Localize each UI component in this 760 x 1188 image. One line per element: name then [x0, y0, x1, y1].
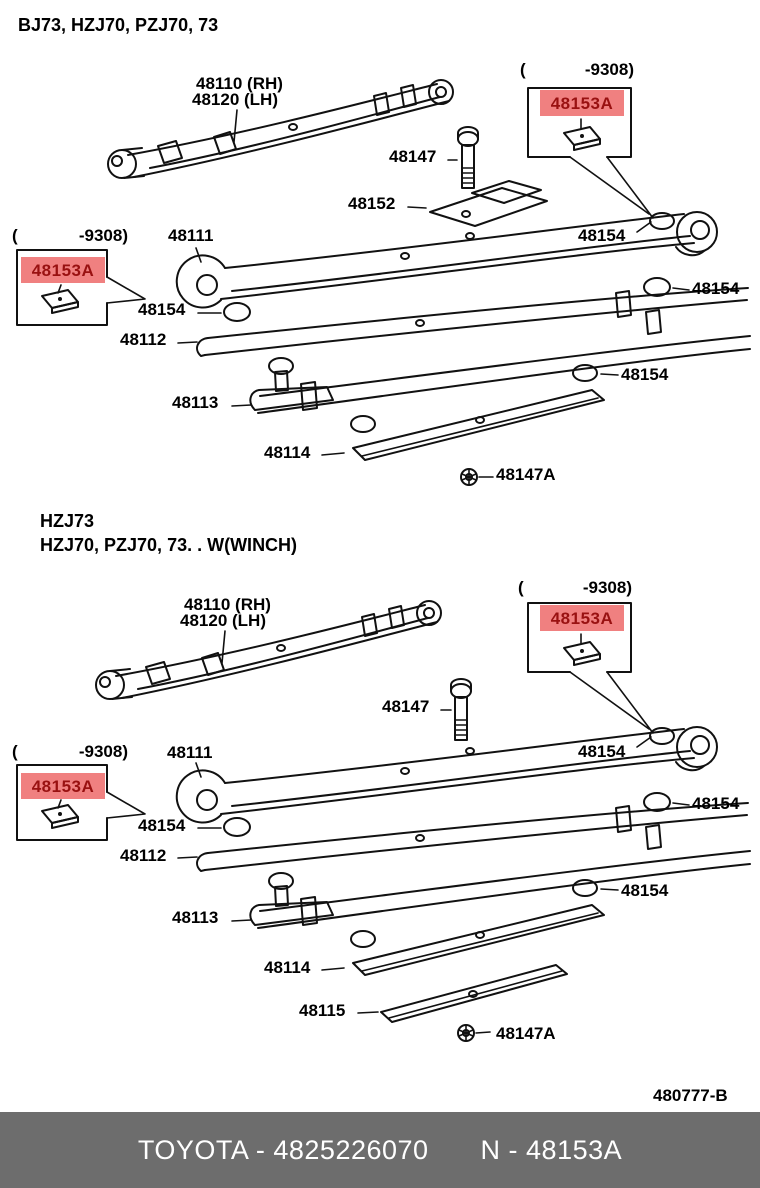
- plate-48152-drawing: [407, 180, 548, 227]
- callout-range-code: -9308): [582, 578, 632, 597]
- part-label-48154-top-b: 48154: [578, 226, 626, 245]
- part-label-48154-top-c: 48154: [692, 279, 740, 298]
- callout-range-top-right: ( -9308): [520, 61, 634, 78]
- part-label-48113-top: 48113: [172, 393, 219, 412]
- part-label-48147-top: 48147: [389, 147, 437, 166]
- callout-range-bottom-left: ( -9308): [12, 743, 128, 760]
- leaf-48115-drawing: [357, 964, 568, 1023]
- callout-open-paren: (: [12, 226, 18, 245]
- highlighted-part-48153A-bottom-right: 48153A: [540, 605, 624, 631]
- part-label-48154-bottom-a: 48154: [138, 816, 186, 835]
- part-label-48114-bottom: 48114: [264, 958, 311, 977]
- part-label-48154-bottom-c: 48154: [692, 794, 740, 813]
- part-label-48111-bottom: 48111: [167, 743, 213, 762]
- footer-brand-part-number: TOYOTA - 4825226070: [137, 1134, 429, 1165]
- figure-reference-code: 480777-B: [653, 1086, 728, 1105]
- part-label-48154-top-d: 48154: [621, 365, 669, 384]
- footer-highlighted-part-ref: N - 48153A: [480, 1134, 623, 1165]
- highlighted-part-48153A-bottom-left: 48153A: [21, 773, 105, 799]
- part-label-48111-top: 48111: [168, 226, 214, 245]
- part-label-48120-bottom: 48120 (LH): [180, 611, 266, 630]
- callout-open-paren: (: [520, 60, 526, 79]
- part-label-48147-bottom: 48147: [382, 697, 430, 716]
- section2-title-line1: HZJ73: [40, 511, 95, 531]
- section2-title-line2: HZJ70, PZJ70, 73. . W(WINCH): [40, 535, 298, 555]
- part-label-48154-top-a: 48154: [138, 300, 186, 319]
- part-label-48115: 48115: [299, 1001, 346, 1020]
- footer-bar: TOYOTA - 4825226070 N - 48153A: [0, 1112, 760, 1188]
- callout-range-code: -9308): [78, 226, 128, 245]
- part-label-48147A-top: 48147A: [496, 465, 556, 484]
- part-label-48152: 48152: [348, 194, 396, 213]
- section1-title: BJ73, HZJ70, PZJ70, 73: [18, 15, 219, 35]
- part-label-48154-bottom-b: 48154: [578, 742, 626, 761]
- part-label-48113-bottom: 48113: [172, 908, 219, 927]
- part-label-48147A-bottom: 48147A: [496, 1024, 556, 1043]
- highlighted-part-48153A-top-right: 48153A: [540, 90, 624, 116]
- callout-range-code: -9308): [584, 60, 634, 79]
- part-label-48110-bottom: 48110 (RH): [184, 595, 271, 614]
- part-label-48110-top: 48110 (RH): [196, 74, 283, 93]
- part-label-48112-bottom: 48112: [120, 846, 167, 865]
- callout-range-top-left: ( -9308): [12, 227, 128, 244]
- part-label-48154-bottom-d: 48154: [621, 881, 669, 900]
- highlighted-part-48153A-top-left: 48153A: [21, 257, 105, 283]
- part-label-48112-top: 48112: [120, 330, 167, 349]
- callout-range-bottom-right: ( -9308): [518, 579, 632, 596]
- callout-open-paren: (: [12, 742, 18, 761]
- part-label-48120-top: 48120 (LH): [192, 90, 278, 109]
- callout-open-paren: (: [518, 578, 524, 597]
- part-label-48114-top: 48114: [264, 443, 311, 462]
- diagram-line-art: [16, 79, 751, 1042]
- callout-range-code: -9308): [78, 742, 128, 761]
